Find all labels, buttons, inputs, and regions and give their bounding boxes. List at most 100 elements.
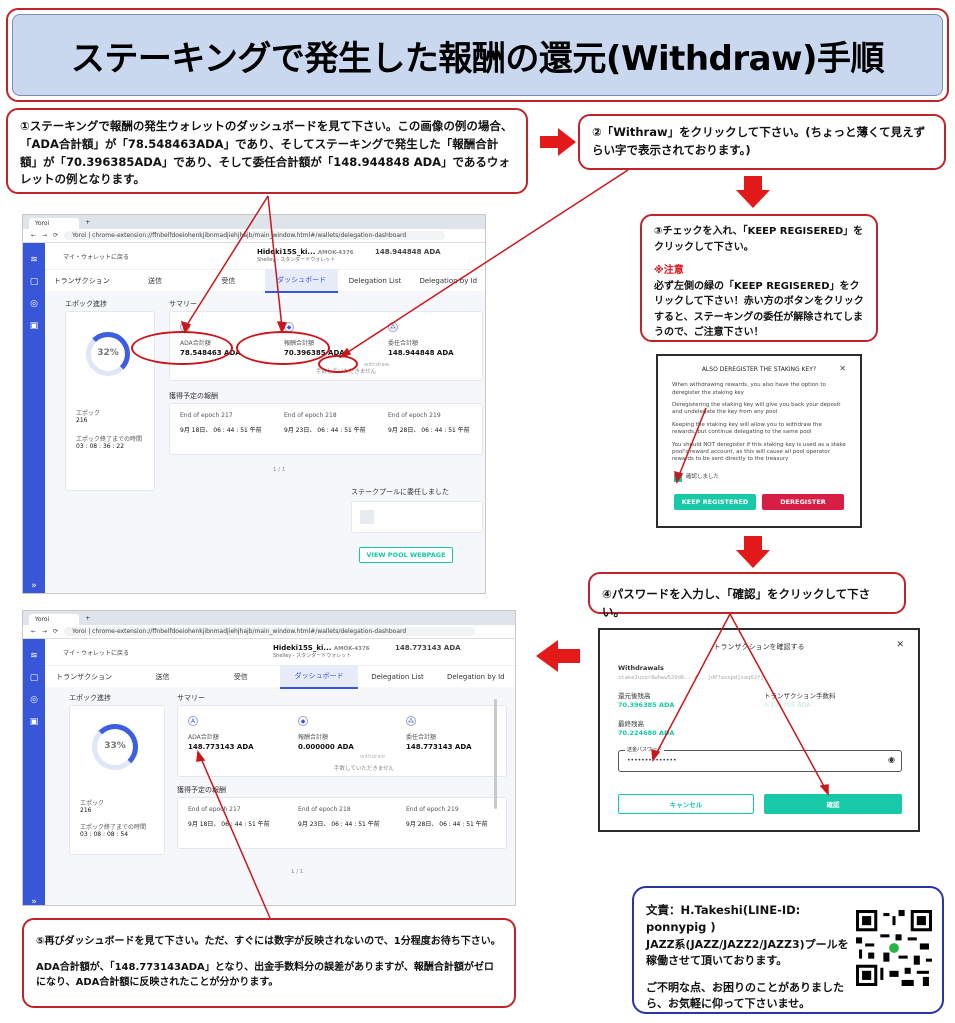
- tab-delegation-by-id[interactable]: Delegation by Id: [446, 672, 505, 681]
- epoch-progress-ring: 33%: [92, 724, 138, 770]
- delegation-icon: ⁂: [406, 716, 416, 726]
- final-balance-value: 70.224680 ADA: [618, 729, 675, 737]
- step4-note: ④パスワードを入力し、「確認」をクリックして下さい。: [588, 572, 906, 619]
- pool-avatar: [360, 510, 374, 524]
- sidebar: ≋▢◎▣»: [23, 639, 45, 905]
- epoch-progress-value: 32%: [97, 348, 119, 358]
- summary-title: サマリー: [177, 694, 205, 702]
- browser-tab[interactable]: Yoroi: [29, 614, 80, 625]
- pool-card: [351, 501, 483, 533]
- back-link[interactable]: マイ・ウォレットに戻る: [63, 649, 130, 657]
- credit-author: 文責：H.Takeshi(LINE-ID: ponnypig ): [646, 903, 801, 935]
- tab-send[interactable]: 送信: [155, 672, 170, 681]
- title-frame: ステーキングで発生した報酬の還元(Withdraw)手順: [6, 8, 949, 102]
- settings-icon: ◎: [30, 299, 38, 309]
- tab-receive[interactable]: 受信: [233, 672, 248, 681]
- back-link[interactable]: マイ・ウォレットに戻る: [63, 253, 130, 261]
- tab-transactions[interactable]: トランザクション: [53, 276, 110, 285]
- step4-text: ④パスワードを入力し、「確認」をクリックして下さい。: [602, 587, 871, 619]
- browser-tab[interactable]: Yoroi: [29, 218, 80, 229]
- epoch-progress-value: 33%: [104, 741, 126, 751]
- wallet-icon: ▢: [29, 673, 39, 683]
- view-pool-button[interactable]: VIEW POOL WEBPAGE: [359, 547, 453, 563]
- pager[interactable]: 1 / 1: [291, 869, 304, 875]
- browser-url-bar: ←→⟳Yoroi | chrome-extension://ffnbelfdoe…: [23, 229, 485, 243]
- credit-pools: JAZZ系(JAZZ/JAZZ2/JAZZ3)プールを稼働させて頂いております。: [646, 937, 849, 968]
- browser-url-bar: ←→⟳Yoroi | chrome-extension://ffnbelfdoe…: [23, 625, 515, 639]
- withdraw-link[interactable]: withdraw: [364, 362, 390, 368]
- tab-delegation-by-id[interactable]: Delegation by Id: [419, 276, 478, 285]
- wallet-name: Hideki15S_ki...: [257, 248, 316, 256]
- highlight-reward-total: [236, 331, 330, 365]
- withdraw-link[interactable]: withdraw: [360, 754, 386, 760]
- deregister-button[interactable]: DEREGISTER: [762, 494, 844, 510]
- step2-note: ②「Withraw」をクリックして下さい。(ちょっと薄くて見えずらい字で表示され…: [578, 114, 946, 170]
- close-icon[interactable]: ✕: [896, 640, 904, 650]
- step2-text: ②「Withraw」をクリックして下さい。(ちょっと薄くて見えずらい字で表示され…: [592, 125, 926, 157]
- confirm-button[interactable]: 確認: [764, 794, 902, 814]
- balance-value: 148.944848 ADA: [375, 248, 441, 256]
- tab-send[interactable]: 送信: [147, 276, 162, 285]
- tab-delegation-list[interactable]: Delegation List: [348, 276, 402, 285]
- wallet-name: Hideki15S_ki...: [273, 644, 332, 652]
- close-icon[interactable]: ✕: [839, 364, 846, 373]
- step5-text-2: ADA合計額が、「148.773143ADA」となり、出金手数料分の誤差がありま…: [36, 961, 494, 989]
- after-balance-label: 還元後残高: [618, 692, 651, 700]
- tab-delegation-list[interactable]: Delegation List: [371, 672, 424, 681]
- summary-title: サマリー: [169, 300, 197, 308]
- eye-icon[interactable]: ◉: [888, 755, 895, 764]
- url-field[interactable]: Yoroi | chrome-extension://ffnbelfdoeioh…: [64, 231, 445, 240]
- cancel-button[interactable]: キャンセル: [618, 794, 754, 814]
- epoch-progress-title: エポック進捗: [69, 694, 111, 702]
- tab-receive[interactable]: 受信: [221, 276, 236, 285]
- step1-text: ①ステーキングで報酬の発生ウォレットのダッシュボードを見て下さい。この画像の例の…: [20, 119, 513, 187]
- step3-warn-title: ※注意: [654, 265, 684, 276]
- qr-code-icon: [856, 910, 932, 986]
- wallet-type: Shelley - スタンダードウォレット: [257, 257, 336, 263]
- browser-tab-bar: Yoroi+: [23, 215, 485, 229]
- sidebar: ≋▢◎▣»: [23, 243, 45, 593]
- wallet-code: AMOK-4376: [317, 250, 354, 256]
- fee-label: トランザクション手数料: [764, 692, 836, 700]
- password-value: ••••••••••••••: [627, 757, 677, 764]
- step5-text-1: ⑤再びダッシュボードを見て下さい。ただ、すぐには数字が反映されないので、1分程度…: [36, 936, 501, 947]
- scrollbar[interactable]: [494, 699, 497, 809]
- arrow-down-icon: [736, 536, 770, 568]
- deleg-total-value: 148.944848 ADA: [388, 349, 454, 357]
- yoroi-app: ≋▢◎▣» マイ・ウォレットに戻る Hideki15S_ki... AMOK-4…: [23, 639, 515, 905]
- transfer-icon: ▣: [29, 321, 39, 331]
- ada-total-value: 148.773143 ADA: [188, 743, 254, 751]
- epoch-time-left: 03 : 08 : 08 : 54: [80, 831, 129, 838]
- url-field[interactable]: Yoroi | chrome-extension://ffnbelfdoeioh…: [64, 627, 475, 636]
- highlight-withdraw: [318, 355, 358, 373]
- dialog-p1: When withdrawing rewards, you also have …: [672, 382, 826, 396]
- reward-icon: ◆: [298, 716, 308, 726]
- expand-icon: »: [31, 897, 37, 906]
- password-input[interactable]: 送金パスワード •••••••••••••• ◉: [618, 746, 902, 772]
- pager[interactable]: 1 / 1: [273, 467, 286, 473]
- tab-transactions[interactable]: トランザクション: [56, 672, 113, 681]
- expand-icon: »: [31, 581, 37, 591]
- keep-registered-button[interactable]: KEEP REGISTERED: [674, 494, 756, 510]
- title-banner: ステーキングで発生した報酬の還元(Withdraw)手順: [12, 14, 943, 96]
- pending-note: 手数していただきません: [334, 766, 395, 772]
- fee-value: 0.171705 ADA: [764, 701, 811, 709]
- reward-total-value: 0.000000 ADA: [298, 743, 354, 751]
- yoroi-logo-icon: ≋: [30, 255, 38, 265]
- epoch-value: 216: [80, 807, 92, 814]
- tab-dashboard[interactable]: ダッシュボード: [279, 664, 359, 689]
- highlight-ada-total: [131, 331, 233, 365]
- dialog-p3: Keeping the staking key will allow you t…: [672, 421, 822, 436]
